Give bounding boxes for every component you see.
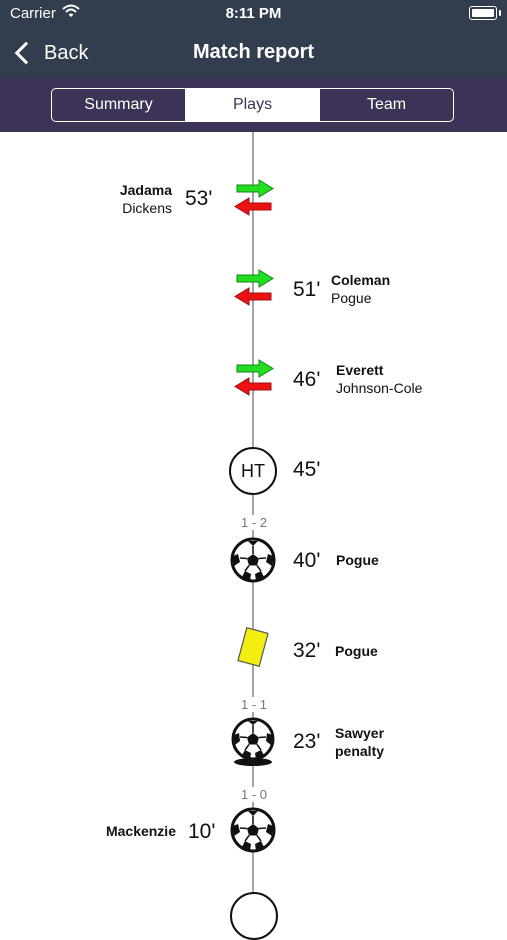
player-out-name: Johnson-Cole bbox=[336, 380, 423, 396]
sub-in-arrow-icon bbox=[236, 359, 274, 378]
player-in-name: Coleman bbox=[331, 272, 391, 288]
segment-bar: Summary Plays Team bbox=[0, 78, 507, 132]
battery-icon bbox=[469, 6, 501, 20]
sub-out-arrow-icon bbox=[234, 287, 272, 306]
penalty-note: penalty bbox=[335, 743, 385, 759]
player-out-name: Pogue bbox=[331, 290, 372, 306]
player-name: Pogue bbox=[335, 643, 378, 659]
sub-out-arrow-icon bbox=[234, 197, 272, 216]
status-time: 8:11 PM bbox=[225, 5, 282, 22]
score-label: 1 - 1 bbox=[229, 697, 279, 712]
wifi-icon bbox=[62, 4, 80, 17]
event-minute: 45' bbox=[293, 458, 321, 481]
substitution-players: Coleman Pogue bbox=[331, 271, 390, 307]
score-label: 1 - 2 bbox=[229, 515, 279, 530]
soccer-ball-icon bbox=[230, 537, 276, 583]
player-name: Mackenzie bbox=[105, 823, 176, 839]
substitution-icon bbox=[234, 359, 274, 396]
status-bar: Carrier 8:11 PM bbox=[0, 0, 507, 28]
substitution-players: Everett Johnson-Cole bbox=[336, 361, 422, 397]
next-event-marker bbox=[230, 892, 278, 940]
event-minute: 46' bbox=[293, 368, 321, 391]
penalty-ball-icon bbox=[231, 717, 275, 766]
event-minute: 10' bbox=[188, 820, 216, 843]
tab-plays[interactable]: Plays bbox=[185, 89, 319, 121]
substitution-players: Jadama Dickens bbox=[60, 181, 172, 217]
back-button[interactable]: Back bbox=[12, 37, 88, 69]
half-time-marker: HT bbox=[229, 447, 277, 495]
tab-team[interactable]: Team bbox=[319, 89, 453, 121]
substitution-icon bbox=[234, 179, 274, 216]
event-minute: 40' bbox=[293, 549, 321, 572]
sub-in-arrow-icon bbox=[236, 179, 274, 198]
goal-scorer: Pogue bbox=[336, 551, 379, 569]
yellow-card-icon bbox=[237, 626, 269, 668]
segmented-control: Summary Plays Team bbox=[51, 88, 454, 122]
page-title: Match report bbox=[192, 41, 315, 63]
event-minute: 32' bbox=[293, 639, 321, 662]
event-minute: 53' bbox=[185, 187, 213, 210]
substitution-icon bbox=[234, 269, 274, 306]
player-name: Pogue bbox=[336, 552, 379, 568]
goal-scorer: Sawyer penalty bbox=[335, 724, 384, 760]
score-label: 1 - 0 bbox=[229, 787, 279, 802]
player-in-name: Jadama bbox=[119, 182, 172, 198]
soccer-ball-icon bbox=[230, 807, 276, 853]
event-minute: 23' bbox=[293, 730, 321, 753]
player-name: Sawyer bbox=[335, 725, 385, 741]
back-label: Back bbox=[44, 41, 89, 64]
player-in-name: Everett bbox=[336, 362, 384, 378]
navigation-bar: Back Match report bbox=[0, 28, 507, 78]
sub-in-arrow-icon bbox=[236, 269, 274, 288]
player-out-name: Dickens bbox=[122, 200, 172, 216]
event-minute: 51' bbox=[293, 278, 321, 301]
carrier-label: Carrier bbox=[10, 5, 56, 22]
tab-summary[interactable]: Summary bbox=[84, 96, 153, 113]
card-player: Pogue bbox=[335, 642, 378, 660]
goal-scorer: Mackenzie bbox=[60, 822, 176, 840]
sub-out-arrow-icon bbox=[234, 377, 272, 396]
